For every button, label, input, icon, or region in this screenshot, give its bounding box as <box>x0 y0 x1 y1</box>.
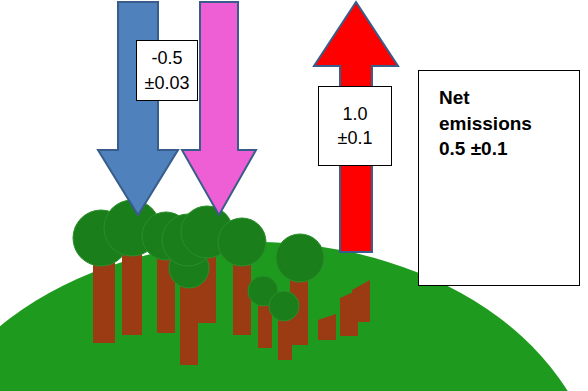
tree-stumps <box>318 280 370 340</box>
emission-arrow <box>314 2 398 252</box>
value-box: 1.0 ±0.1 <box>318 86 392 166</box>
summary-box: Net emissions0.5 ±0.1 <box>418 70 580 286</box>
value-label: 1.0 ±0.1 <box>323 102 387 151</box>
value-label: -0.5 ±0.03 <box>141 46 193 95</box>
value-label: Net emissions <box>439 85 557 136</box>
uptake-arrow <box>98 2 178 215</box>
value-box: -0.5 ±0.03 <box>136 40 198 101</box>
value-number: 0.5 ±0.1 <box>439 136 557 162</box>
uptake-arrow <box>182 2 256 215</box>
tree-canopies <box>73 200 324 321</box>
